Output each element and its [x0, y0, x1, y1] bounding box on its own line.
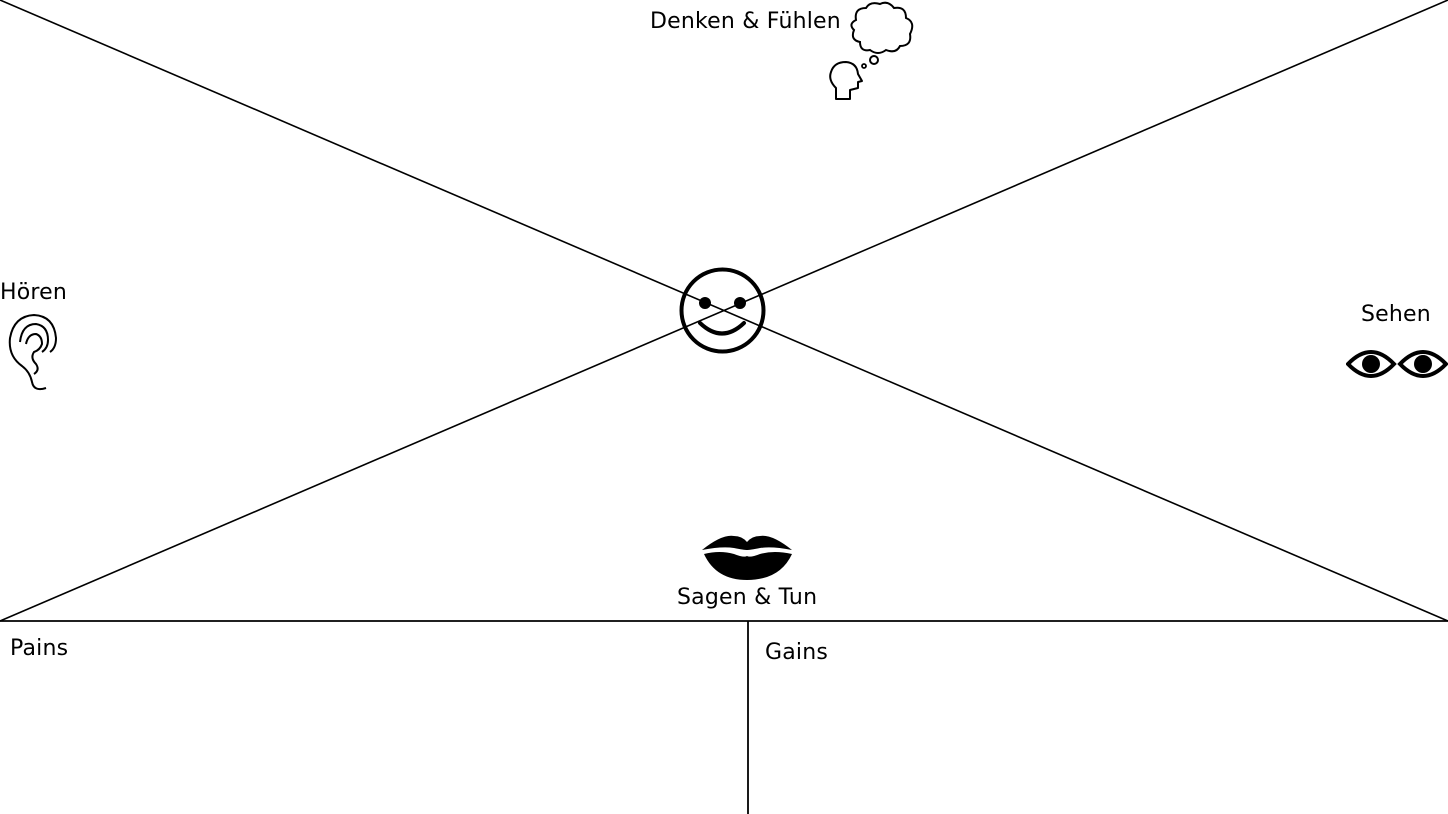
lips-icon	[702, 535, 792, 580]
see-label: Sehen	[1361, 302, 1431, 327]
think-feel-label: Denken & Fühlen	[650, 9, 841, 34]
hear-label: Hören	[0, 280, 68, 305]
gains-label: Gains	[765, 640, 829, 665]
diagonal-line-2	[0, 0, 1448, 622]
smiley-icon	[679, 267, 766, 354]
ear-icon	[8, 313, 58, 391]
eyes-icon	[1346, 350, 1448, 378]
thought-bubble-head-icon	[829, 1, 914, 100]
pains-label: Pains	[10, 636, 69, 661]
say-do-label: Sagen & Tun	[677, 585, 818, 610]
